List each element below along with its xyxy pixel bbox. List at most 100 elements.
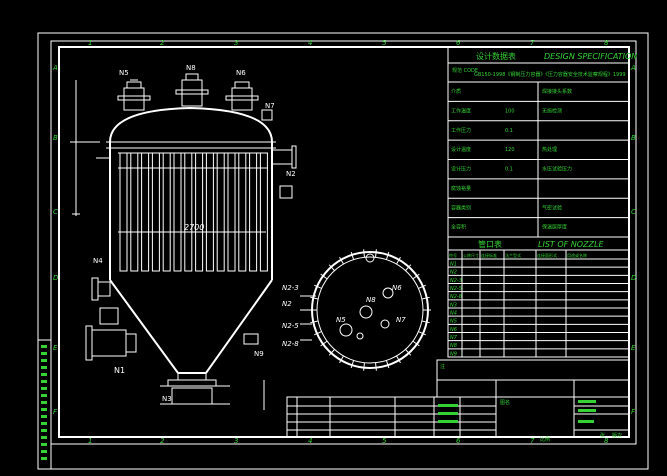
nozzle-header-cell: 公称尺寸 [463,252,479,258]
bolt-tick [314,284,322,289]
grid-col-label: 8 [604,437,609,445]
scale-label: 比例 [540,436,550,443]
bolt-tick [375,362,377,371]
label-n3: N3 [162,395,172,403]
label-n2: N2 [286,170,296,178]
nozzle-table: 管口表 LIST OF NOZZLE 符号公称尺寸连接标准法兰型式连接面形式用途… [447,236,630,358]
label-n8: N8 [186,64,196,72]
bolt-tick [405,264,412,271]
nozzle-header-cell: 连接标准 [481,252,497,258]
top-head [109,106,273,143]
nozzle-cell: N2-5 [450,286,462,292]
nozzle-title-cn: 管口表 [478,239,502,249]
nozzle-header-cell: 法兰型式 [505,252,521,258]
bolt-tick [418,284,426,289]
nozzle-n2-body [271,149,293,165]
plan-label-n2-5: N2-5 [282,322,299,330]
nozzle-n8-assembly [175,73,209,107]
inner-frame [50,40,637,445]
nozzle-n5-assembly [117,79,151,111]
filter-bags [119,152,268,272]
bolt-tick [421,320,430,324]
bolt-tick [328,264,335,271]
label-n7: N7 [265,102,275,110]
plan-label-n5: N5 [336,316,346,324]
bottom-cone [109,279,273,374]
grid-col-label: 2 [160,39,165,47]
bolt-tick [339,256,344,265]
spec-row-label: 工作压力 [451,127,471,134]
spec-row-right: 无损检测 [542,107,562,114]
grid-col-label: 5 [382,437,387,445]
nozzle-cell: N6 [450,327,457,333]
spec-row-right: 水压试验压力 [542,166,572,173]
nozzle-header-cell: 用途或名称 [567,252,587,258]
nozzle-cell: N2 [450,270,457,276]
bolt-tick [310,320,319,324]
grid-row-label: B [53,134,58,142]
spec-row-label: 设计压力 [451,166,471,173]
note-label: 注 [440,363,445,370]
stamp-column [37,339,52,470]
spec-row-value: 100 [505,108,515,114]
design-spec-table: 设计数据表 DESIGN SPECIFICATION 规范 CODE GB150… [447,46,637,238]
filter-bag [238,152,247,272]
grid-col-label: 2 [160,437,165,445]
nozzle-cell: N2-8 [450,294,462,300]
bolt-tick [314,331,322,336]
grid-col-label: 6 [456,39,461,47]
nozzle-cell: N4 [450,311,457,317]
plan-bolt-ticks [309,249,431,371]
plan-inner-circle [316,256,424,364]
vessel-elevation: 2700 [70,64,297,410]
spec-row-value: 0.1 [505,167,513,173]
grid-col-label: 1 [88,437,92,445]
grid-row-label: F [631,408,636,416]
filter-bag [227,152,236,272]
outer-frame [37,32,649,470]
plan-outer-circle [311,251,429,369]
label-n1: N1 [114,366,125,375]
plan-label-n2-3: N2-3 [282,284,299,292]
grid-row-label: E [53,344,58,352]
grid-row-label: C [631,208,636,216]
grid-col-label: 7 [530,437,535,445]
bolt-tick [363,249,365,258]
plan-label-n2: N2 [282,300,292,308]
spec-row-label: 腐蚀裕量 [451,185,471,192]
grid-row-label: A [52,64,58,72]
grid-col-label: 5 [382,39,387,47]
grid-col-label: 6 [456,437,461,445]
bolt-tick [320,340,328,347]
grid-col-label: 7 [530,39,535,47]
plan-label-n2-8: N2-8 [282,340,299,348]
spec-row-label: 工作温度 [451,107,471,114]
grid-row-label: D [631,274,637,282]
filter-bag [141,152,150,272]
filter-bag [205,152,214,272]
sheet-label: 张 [600,432,605,439]
nozzle-cell: N1 [450,262,457,268]
grid-row-label: B [631,134,636,142]
grid-col-label: 3 [234,39,238,47]
filter-bag [216,152,225,272]
label-n4: N4 [93,257,103,265]
label-n5: N5 [119,69,129,77]
spec-row-label: 介质 [451,88,461,95]
outlet-flange [167,379,217,387]
nozzle-n6-assembly [225,81,259,111]
bolt-tick [350,251,355,260]
nozzle-n9-body [243,333,259,345]
spec-row-label: 全容积 [451,224,466,231]
bolt-tick [396,256,401,265]
nozzle-cell: N3 [450,302,457,308]
bolt-tick [385,360,390,369]
title-label: 图名 [500,399,510,406]
plan-label-n8: N8 [366,296,376,304]
